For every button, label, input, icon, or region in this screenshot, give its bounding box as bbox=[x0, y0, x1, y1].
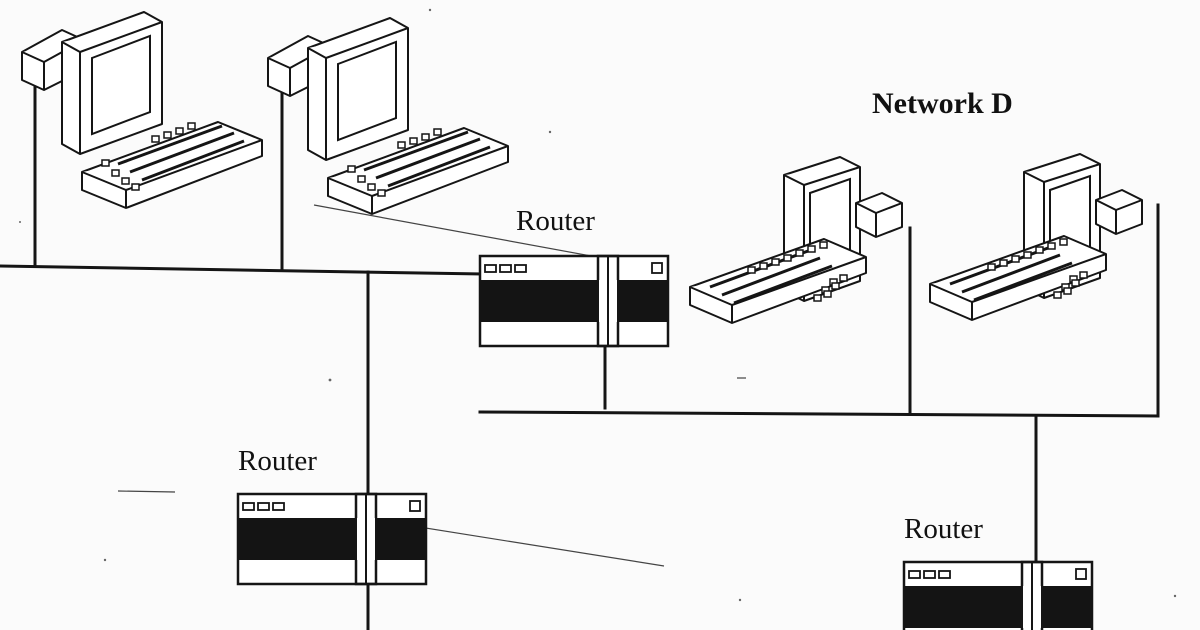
router-2 bbox=[236, 492, 428, 586]
workstation-1 bbox=[20, 10, 264, 210]
scan-specks bbox=[19, 8, 1177, 602]
router-3 bbox=[902, 560, 1094, 630]
workstation-4 bbox=[928, 152, 1144, 322]
router-3-label: Router bbox=[904, 513, 983, 545]
router-2-label: Router bbox=[238, 445, 317, 477]
network-d-label: Network D bbox=[872, 87, 1013, 120]
network-cables bbox=[0, 68, 1160, 630]
router-1 bbox=[478, 254, 670, 348]
workstation-2 bbox=[266, 16, 510, 216]
workstation-3 bbox=[688, 155, 904, 325]
router-1-label: Router bbox=[516, 205, 595, 237]
